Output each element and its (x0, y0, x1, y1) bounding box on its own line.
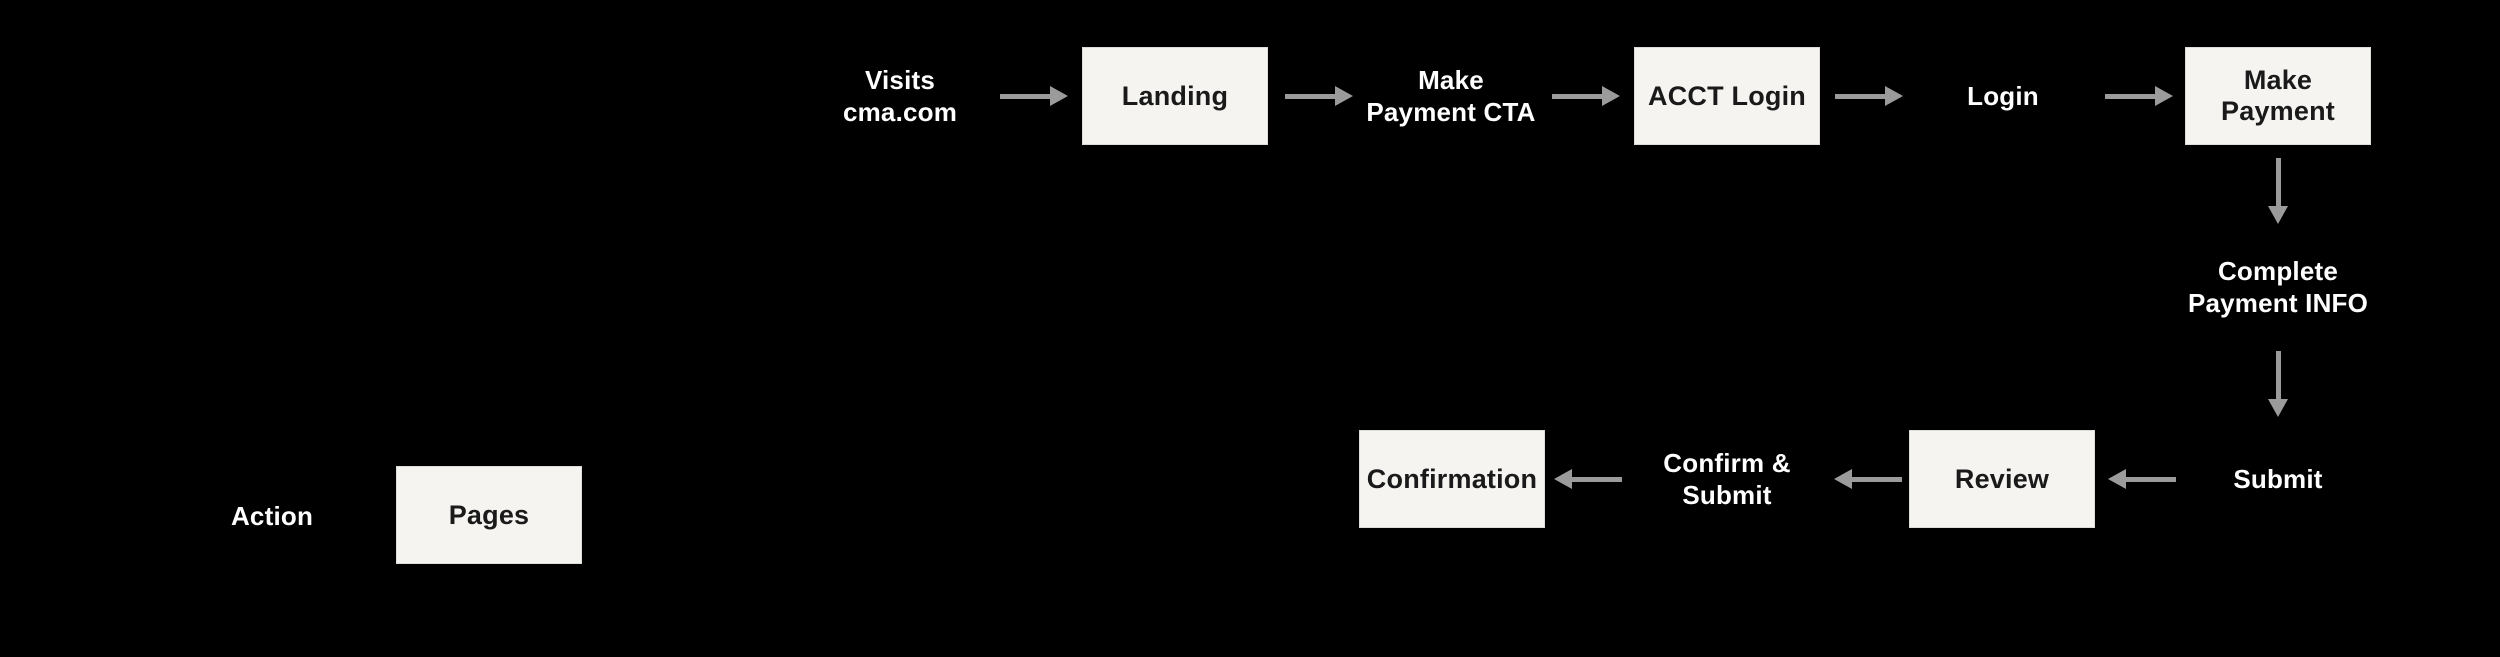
arrow-shaft (1285, 94, 1337, 99)
arrow-shaft (1000, 94, 1052, 99)
arrow-head (2268, 399, 2288, 417)
label-confirm-submit: Confirm & Submit (1663, 448, 1791, 510)
arrow-confirm-to-confirmation-icon (1554, 469, 1622, 489)
arrow-head (1050, 86, 1068, 106)
node-review: Review (1909, 430, 2095, 528)
node-acct-login: ACCT Login (1634, 47, 1820, 145)
arrow-shaft (2276, 158, 2281, 208)
arrow-shaft (2276, 351, 2281, 401)
arrow-head (1602, 86, 1620, 106)
label-login: Login (1967, 81, 2039, 111)
arrow-shaft (2105, 94, 2157, 99)
arrow-shaft (1835, 94, 1887, 99)
arrow-shaft (2124, 477, 2176, 482)
arrow-shaft (1570, 477, 1622, 482)
arrow-review-to-confirm-icon (1834, 469, 1902, 489)
arrow-head (1885, 86, 1903, 106)
label-complete-payment-info: Complete Payment INFO (2187, 256, 2369, 318)
arrow-head (2155, 86, 2173, 106)
arrow-shaft (1850, 477, 1902, 482)
arrow-make-payment-to-info-icon (2268, 158, 2288, 224)
arrow-head (2108, 469, 2126, 489)
node-make-payment: Make Payment (2185, 47, 2371, 145)
label-make-payment-cta: Make Payment CTA (1366, 65, 1536, 127)
arrow-submit-to-review-icon (2108, 469, 2176, 489)
label-submit: Submit (2233, 464, 2323, 494)
arrow-visits-to-landing-icon (1000, 86, 1068, 106)
arrow-head (1834, 469, 1852, 489)
arrow-head (1554, 469, 1572, 489)
arrow-landing-to-cta-icon (1285, 86, 1353, 106)
arrow-cta-to-acct-login-icon (1552, 86, 1620, 106)
arrow-head (1335, 86, 1353, 106)
node-landing: Landing (1082, 47, 1268, 145)
node-confirmation: Confirmation (1359, 430, 1545, 528)
arrow-info-to-submit-icon (2268, 351, 2288, 417)
arrow-acct-login-to-login-icon (1835, 86, 1903, 106)
label-visits-cma: Visits cma.com (842, 65, 958, 127)
legend-pages-box: Pages (396, 466, 582, 564)
arrow-head (2268, 206, 2288, 224)
arrow-login-to-make-payment-icon (2105, 86, 2173, 106)
legend-action-label: Action (230, 501, 314, 531)
arrow-shaft (1552, 94, 1604, 99)
